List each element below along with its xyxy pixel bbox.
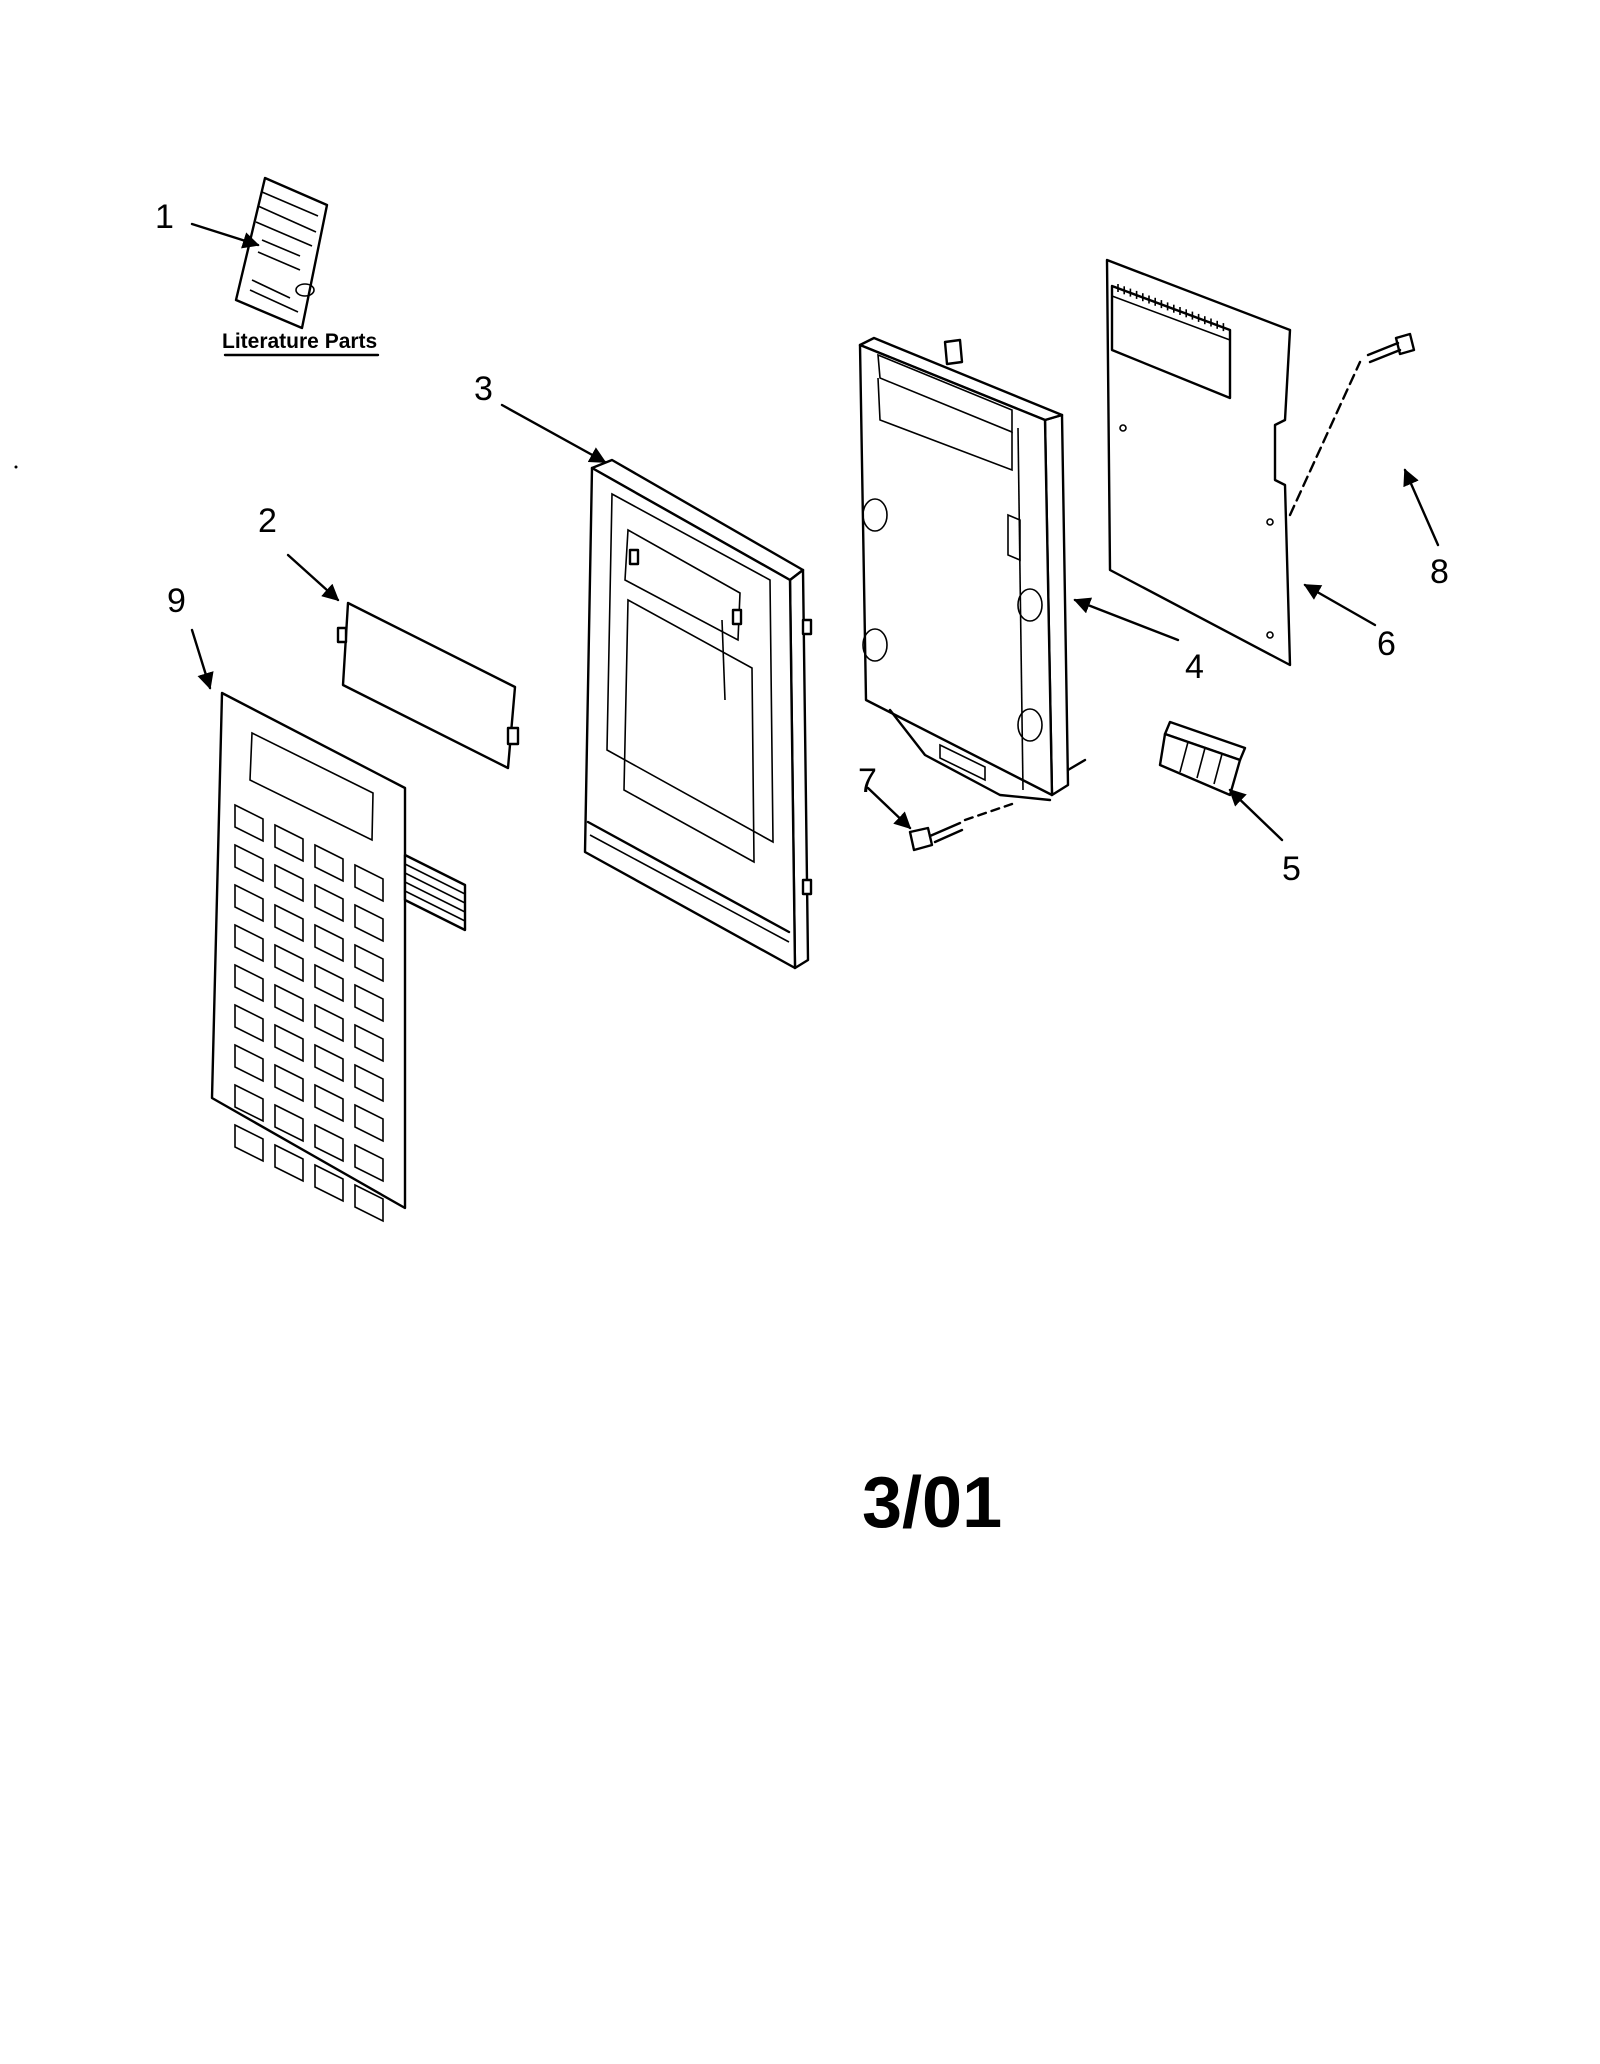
- keypad-key: [274, 1063, 304, 1103]
- keypad-key: [314, 1003, 344, 1043]
- date-code: 3/01: [862, 1463, 1002, 1543]
- callout-9: 9: [167, 582, 186, 620]
- keypad-membrane: [210, 691, 467, 1223]
- keypad-key: [314, 883, 344, 923]
- keypad-key: [354, 983, 384, 1023]
- screw-part-8: [1288, 332, 1416, 517]
- keypad-key: [354, 1143, 384, 1183]
- keypad-key: [354, 1023, 384, 1063]
- keypad-key: [314, 1043, 344, 1083]
- keypad-key: [354, 1103, 384, 1143]
- leader-1: [190, 222, 260, 249]
- keypad-key: [274, 943, 304, 983]
- keypad-key: [354, 863, 384, 903]
- keypad-key: [234, 883, 264, 923]
- keypad-key: [274, 903, 304, 943]
- leader-7: [866, 786, 912, 830]
- leader-3: [500, 403, 607, 464]
- keypad-key: [314, 1123, 344, 1163]
- callout-6: 6: [1377, 625, 1396, 663]
- panel-part-2: [336, 601, 520, 770]
- keypad-key: [234, 963, 264, 1003]
- latch-clip: [1158, 720, 1247, 797]
- callout-4: 4: [1185, 648, 1204, 686]
- keypad-key: [234, 923, 264, 963]
- keypad-key: [234, 1083, 264, 1123]
- keypad-key: [274, 863, 304, 903]
- callout-1: 1: [155, 198, 174, 236]
- literature-booklet: [223, 176, 380, 357]
- keypad-key: [354, 943, 384, 983]
- keypad-key: [274, 983, 304, 1023]
- keypad-key: [234, 803, 264, 843]
- keypad-key: [314, 963, 344, 1003]
- leader-2: [286, 553, 340, 602]
- callout-5: 5: [1282, 850, 1301, 888]
- callout-2: 2: [258, 502, 277, 540]
- keypad-key: [314, 923, 344, 963]
- keypad-key: [234, 1043, 264, 1083]
- keypad-key: [274, 1023, 304, 1063]
- keypad-key: [234, 1003, 264, 1043]
- leader-4: [1073, 597, 1180, 642]
- callout-8: 8: [1430, 553, 1449, 591]
- control-panel-frame: [583, 458, 813, 970]
- leader-9: [190, 628, 214, 690]
- keypad-key: [274, 1143, 304, 1183]
- housing-bracket: [858, 336, 1087, 802]
- literature-parts-label: Literature Parts: [222, 330, 377, 353]
- keypad-key: [354, 903, 384, 943]
- leader-8: [1403, 468, 1440, 547]
- keypad-key: [274, 1103, 304, 1143]
- keypad-key: [354, 1063, 384, 1103]
- circuit-board: [1105, 258, 1292, 667]
- keypad-key: [274, 823, 304, 863]
- keypad-key: [314, 843, 344, 883]
- leader-5: [1228, 788, 1284, 842]
- screw-part-7: [908, 802, 1014, 852]
- keypad-key: [314, 1083, 344, 1123]
- keypad-key: [314, 1163, 344, 1203]
- keypad-key: [354, 1183, 384, 1223]
- leader-6: [1303, 583, 1377, 627]
- callout-3: 3: [474, 370, 493, 408]
- keypad-key: [234, 843, 264, 883]
- keypad-key: [234, 1123, 264, 1163]
- callout-7: 7: [858, 762, 877, 800]
- leader-arrows: [190, 222, 1440, 842]
- scan-speck: [14, 465, 18, 469]
